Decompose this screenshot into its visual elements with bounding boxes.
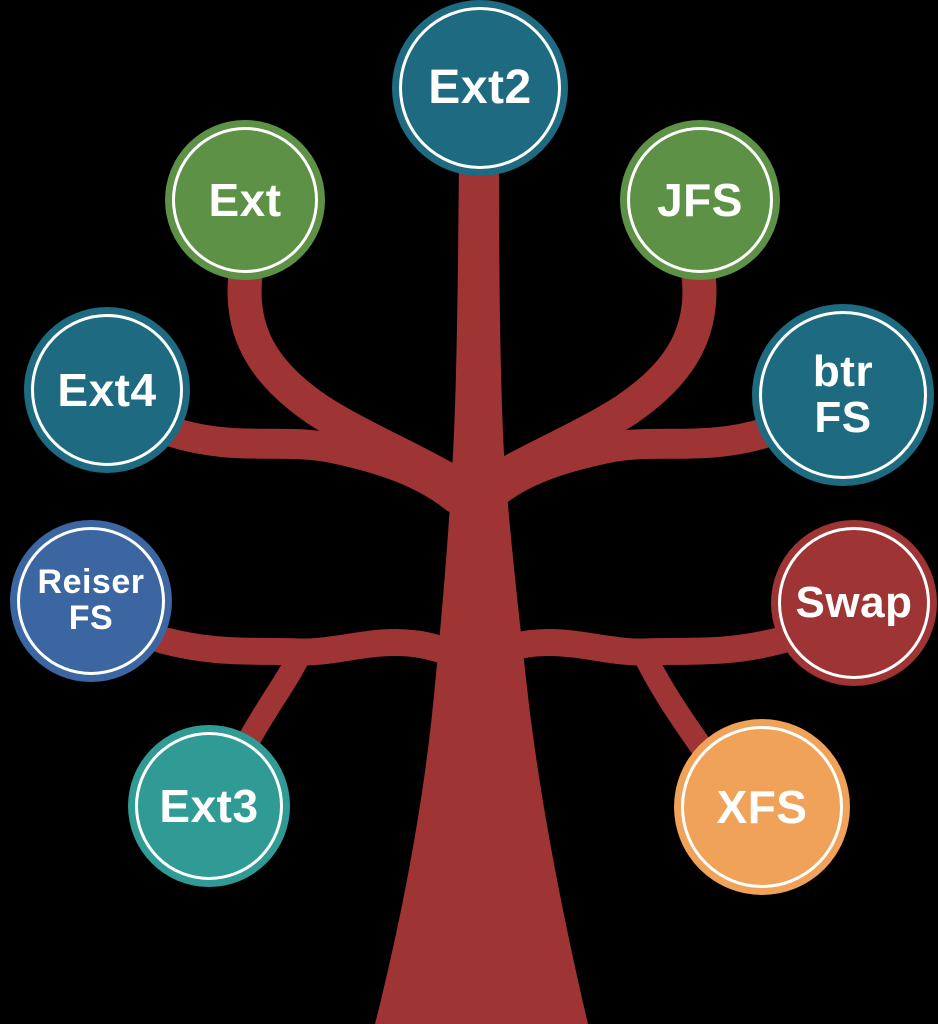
tree-trunk (375, 160, 588, 1024)
branch-xfs (630, 638, 712, 757)
node-label-reiserfs: Reiser FS (37, 563, 145, 637)
node-label-ext3: Ext3 (159, 779, 259, 832)
node-label-ext: Ext (208, 173, 282, 226)
node-swap: Swap (771, 520, 937, 686)
branch-ext4 (157, 417, 470, 513)
node-ext2: Ext2 (392, 0, 568, 176)
node-btrfs: btr FS (752, 304, 934, 486)
node-ext: Ext (165, 120, 325, 280)
node-label-jfs: JFS (657, 173, 743, 226)
node-label-ext4: Ext4 (57, 363, 157, 416)
node-label-xfs: XFS (716, 780, 808, 833)
node-jfs: JFS (620, 120, 780, 280)
branch-btrfs (474, 417, 783, 513)
node-reiserfs: Reiser FS (10, 520, 172, 682)
node-label-btrfs: btr FS (812, 346, 874, 442)
node-ext3: Ext3 (128, 725, 290, 887)
node-ext4: Ext4 (24, 307, 190, 473)
node-label-ext2: Ext2 (428, 60, 532, 114)
node-xfs: XFS (674, 719, 850, 895)
node-label-swap: Swap (795, 577, 913, 627)
branch-ext3 (238, 638, 314, 750)
